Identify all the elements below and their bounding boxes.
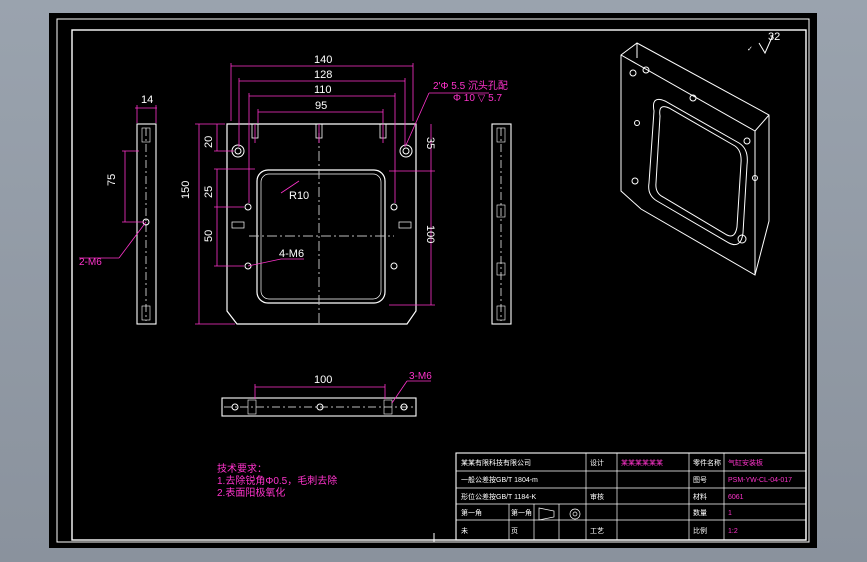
counterbore-note: 2'Φ 5.5 沉头孔配 (433, 79, 508, 92)
inner-border (71, 29, 807, 541)
dim-100-vertical: 100 (424, 225, 436, 243)
qty-label: 数量 (693, 508, 707, 517)
isometric-view (620, 42, 770, 276)
part-name: 气缸安装板 (728, 458, 763, 467)
dim-75: 75 (106, 174, 118, 186)
roughness-ok-icon: ✓ (747, 46, 753, 53)
outer-border (56, 18, 810, 543)
drawing-no-label: 图号 (693, 476, 707, 484)
dim-r10: R10 (289, 190, 309, 202)
projection-label: 第一角 (461, 508, 482, 517)
dim-2-m6: 2-M6 (79, 257, 102, 268)
technical-requirements: 技术要求： 1.去除锐角Φ0.5，毛刺去除 2.表面阳极氧化 (217, 462, 337, 499)
counterbore-hole-right (399, 144, 413, 158)
dim-35: 35 (424, 137, 436, 149)
roughness-value: 32 (768, 31, 780, 43)
side-view-right (491, 123, 512, 325)
dim-95: 95 (315, 100, 327, 112)
check-label: 审核 (590, 492, 604, 501)
dim-25: 25 (203, 186, 215, 198)
dim-50: 50 (203, 230, 215, 242)
material-label: 材料 (693, 492, 707, 501)
material-value: 6061 (728, 494, 744, 501)
scale-value: 1:2 (728, 528, 738, 535)
dim-110: 110 (314, 84, 332, 96)
dim-128: 128 (314, 69, 332, 81)
drawing-canvas: ✓ 32 (56, 18, 810, 543)
tech-notes-line2: 2.表面阳极氧化 (217, 486, 285, 499)
projection-symbol-icon (538, 507, 581, 521)
part-name-label: 零件名称 (693, 458, 721, 467)
designer-name: 某某某某某某 (621, 459, 663, 467)
dim-14: 14 (141, 94, 153, 106)
dim-4-m6: 4-M6 (279, 248, 304, 260)
tech-notes-title: 技术要求： (217, 462, 267, 475)
company-name: 某某有限科技有限公司 (461, 458, 531, 467)
projection-value: 第一角 (511, 508, 532, 517)
qty-value: 1 (728, 510, 732, 517)
dim-20: 20 (203, 136, 215, 148)
side-view-left: 14 75 2-M6 (79, 94, 157, 325)
dim-3-m6: 3-M6 (409, 371, 432, 382)
dim-100: 100 (314, 374, 332, 386)
page-label: 页 (511, 527, 518, 535)
process-label: 工艺 (590, 527, 604, 535)
bottom-view: 100 3-M6 (221, 371, 432, 417)
drawing-sheet: ✓ 32 (49, 13, 817, 548)
general-tolerance: 一般公差按GB/T 1804-m (461, 475, 538, 484)
title-block: 某某有限科技有限公司 一般公差按GB/T 1804-m 形位公差按GB/T 11… (455, 452, 807, 541)
tech-notes-line1: 1.去除锐角Φ0.5，毛刺去除 (217, 474, 337, 487)
scale-label: 比例 (693, 526, 707, 535)
design-label: 设计 (590, 458, 604, 467)
roughness-symbol: ✓ 32 (747, 31, 780, 55)
drawing-number: PSM-YW-CL-04-017 (728, 477, 792, 484)
dim-140: 140 (314, 54, 332, 66)
sheet-label: 未 (461, 526, 468, 535)
front-view: 140 128 110 95 150 20 25 50 100 35 R10 4… (180, 54, 508, 325)
dim-150: 150 (180, 181, 192, 199)
counterbore-note-2: Φ 10 ▽ 5.7 (453, 93, 502, 104)
geometric-tolerance: 形位公差按GB/T 1184-K (461, 492, 537, 501)
